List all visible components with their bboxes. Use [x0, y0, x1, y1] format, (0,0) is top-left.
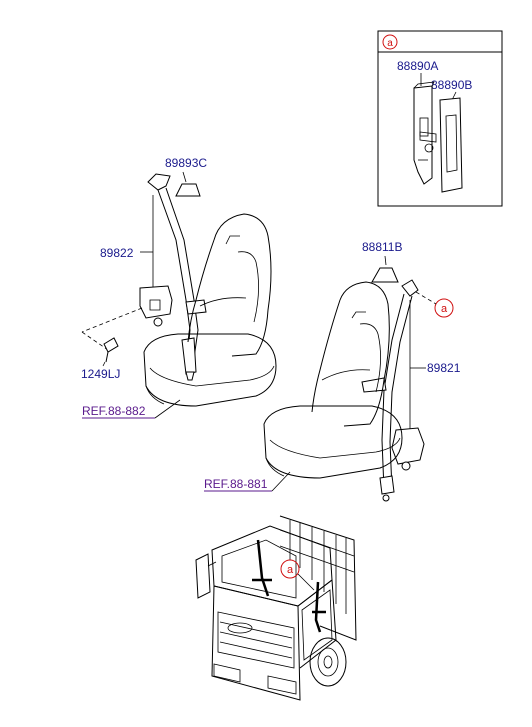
- leader-89893C: [182, 171, 187, 183]
- seat-callout-leader: [415, 291, 437, 305]
- leader-dashed-left: [81, 307, 143, 333]
- label-88890B: 88890B: [431, 78, 472, 92]
- belt-left: [139, 173, 207, 381]
- truck-front-wheel: [309, 637, 347, 687]
- leader-88811B: [384, 255, 387, 266]
- seat-left: [143, 213, 277, 407]
- inset-callout-letter: a: [387, 38, 393, 49]
- shoulder-cover-left: [175, 183, 201, 197]
- truck-cab: [195, 525, 337, 701]
- truck-callout-circle: [280, 559, 300, 579]
- left-seat-assembly: 89893C 89822: [81, 156, 277, 419]
- inset-frame: [377, 30, 503, 207]
- shoulder-cover-right: [371, 267, 399, 283]
- truck-illustration: a: [195, 515, 357, 701]
- truck-callout-leader: [297, 573, 315, 591]
- label-89821: 89821: [427, 361, 461, 375]
- inset-callout-circle: [382, 34, 398, 50]
- right-seat-assembly: 88811B a 89821: [204, 240, 461, 502]
- anchor-cover-part: [413, 81, 437, 185]
- label-88811B: 88811B: [362, 240, 402, 254]
- label-89893C: 89893C: [165, 156, 207, 170]
- label-88890A: 88890A: [397, 59, 438, 73]
- ref-leader-left: [154, 399, 181, 419]
- inset-detail-a: a 88890A 88890B: [377, 30, 503, 207]
- seat-callout-circle: [434, 298, 454, 318]
- truck-callout-letter: a: [287, 564, 294, 576]
- seat-callout-letter: a: [441, 303, 448, 315]
- seat-right: [263, 281, 403, 479]
- label-89822: 89822: [100, 246, 134, 260]
- belt-right: [361, 279, 425, 502]
- label-1249LJ: 1249LJ: [81, 367, 120, 381]
- bolt-1249LJ: [103, 337, 119, 363]
- cover-panel-part: [439, 97, 463, 193]
- ref-label-left: REF.88-882: [82, 404, 146, 418]
- ref-leader-right: [271, 471, 291, 492]
- leader-1249LJ: [102, 361, 106, 367]
- ref-label-right: REF.88-881: [204, 477, 268, 491]
